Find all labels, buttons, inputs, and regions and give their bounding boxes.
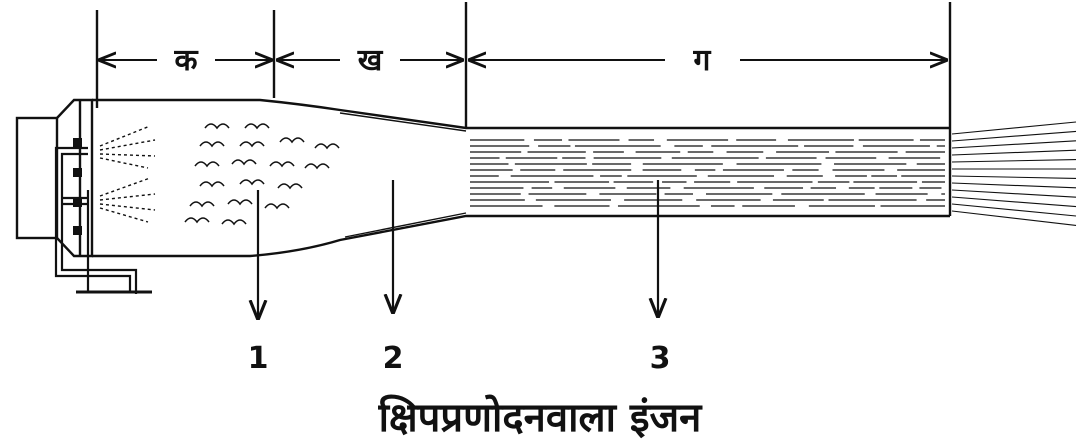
combustion-flames [184,123,340,226]
spray-streak [99,193,156,201]
fuel-pipe-inner [60,152,138,294]
injector-nozzle [73,138,82,147]
injector-nozzle [73,226,82,235]
diffuser-inner-line [344,212,467,238]
flame-puff [227,199,253,206]
exhaust-jet-line [951,149,1077,156]
spray-streak [99,177,151,197]
spray-streak [99,207,149,223]
exhaust-jet-line [951,210,1077,226]
exhaust-jet-line [951,182,1077,189]
spray-streak [99,139,156,151]
intake-collar [56,98,94,258]
injector-nozzle [73,168,82,177]
flame-puff [239,179,265,186]
flame-puff [304,163,330,170]
spray-streak [99,153,156,157]
intake-cap [15,116,59,240]
flame-puff [277,183,303,190]
combustion-chamber-wall-bottom [92,214,950,258]
engine-body [92,98,952,258]
fuel-injectors [73,138,82,235]
spray-streak [99,157,149,169]
flame-puff [244,123,270,130]
exhaust-gas-lines [470,139,945,207]
diagram-caption: क्षिपप्रणोदनवाला इंजन [378,395,702,441]
spray-streak [99,203,156,211]
spray-streak [99,125,151,147]
flame-puff [239,141,265,148]
injector-nozzle [73,198,82,207]
exhaust-jet-line [951,196,1077,208]
flame-puff [199,181,225,188]
exhaust-jet-line [951,130,1077,142]
fuel-feed-pipe [54,146,152,294]
flame-puff [204,123,230,130]
combustion-chamber-wall-top [92,98,950,130]
section-label-b: ख [357,43,384,78]
flame-puff [314,143,340,150]
marker-arrows [258,180,658,318]
exhaust-jet-line [951,121,1077,135]
exhaust-jet-line [951,189,1077,198]
exhaust-jet-line [951,159,1077,163]
flame-puff [189,201,215,208]
flame-puff [194,161,220,168]
fuel-spray [99,125,156,223]
exhaust-jet-line [951,203,1077,217]
flame-puff [264,203,290,210]
flame-puff [199,141,225,148]
diffuser-inner-line [339,112,467,132]
section-label-a: क [173,43,198,78]
marker-label-1: 1 [248,341,269,376]
exhaust-jet [951,121,1077,226]
fuel-pipe-outer [54,146,132,292]
section-boundaries [95,2,952,128]
flame-puff [184,217,210,224]
exhaust-jet-line [951,140,1077,149]
exhaust-jet-line [951,175,1077,179]
marker-label-3: 3 [650,341,671,376]
section-label-c: ग [693,43,712,78]
flame-puff [269,161,295,168]
flame-puff [279,137,305,144]
marker-label-2: 2 [383,341,404,376]
flame-puff [231,159,257,166]
flame-puff [221,219,247,226]
